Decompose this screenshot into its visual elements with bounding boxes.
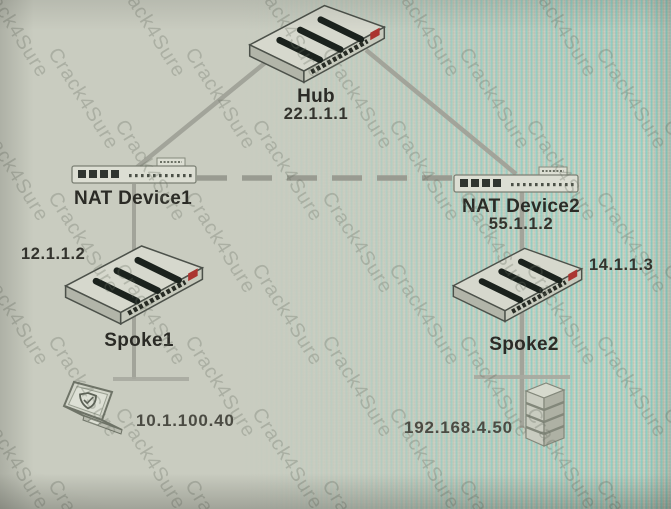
router-vent-slots: [276, 16, 365, 64]
spoke1-ip-label: 12.1.1.2: [21, 245, 86, 263]
router-port-strip: [127, 280, 187, 316]
spoke1-router-icon: [63, 245, 205, 326]
router-red-badge: [370, 27, 380, 41]
shield-icon: [79, 392, 97, 410]
router-vent-slots: [92, 256, 182, 305]
client-ip-label: 10.1.100.40: [136, 411, 235, 430]
nat-device2-ip-label: 55.1.1.2: [488, 215, 554, 233]
hub-label: Hub: [297, 86, 335, 107]
nat-device2-switch-icon: [453, 166, 579, 193]
router-port-strip: [511, 280, 567, 314]
nat-device1-switch-icon: [71, 157, 197, 184]
nat-device2-label: NAT Device2: [461, 196, 581, 217]
link-hub-nat2: [364, 48, 518, 176]
spoke2-label: Spoke2: [489, 334, 559, 355]
switch-uplink-ports: [460, 179, 501, 187]
router-port-strip: [310, 39, 369, 75]
server-stack-icon: [524, 382, 566, 447]
client-laptop-icon: [62, 380, 123, 435]
link-hub-nat1: [134, 56, 273, 170]
nat-device1-label: NAT Device1: [73, 188, 193, 209]
switch-uplink-ports: [78, 170, 119, 178]
server-slab-ridges: [525, 400, 565, 436]
spoke2-ip-label: 14.1.1.3: [589, 256, 654, 274]
spoke2-router-icon: [451, 247, 584, 323]
spoke1-label: Spoke1: [104, 330, 174, 351]
server-ip-label: 192.168.4.50: [404, 418, 513, 437]
switch-port-dots: [129, 174, 192, 178]
router-red-badge: [188, 268, 198, 282]
router-red-badge: [568, 269, 578, 282]
hub-router-icon: [248, 4, 387, 84]
router-vent-slots: [478, 258, 563, 304]
hub-ip-label: 22.1.1.1: [283, 105, 349, 123]
switch-port-dots: [511, 183, 574, 187]
